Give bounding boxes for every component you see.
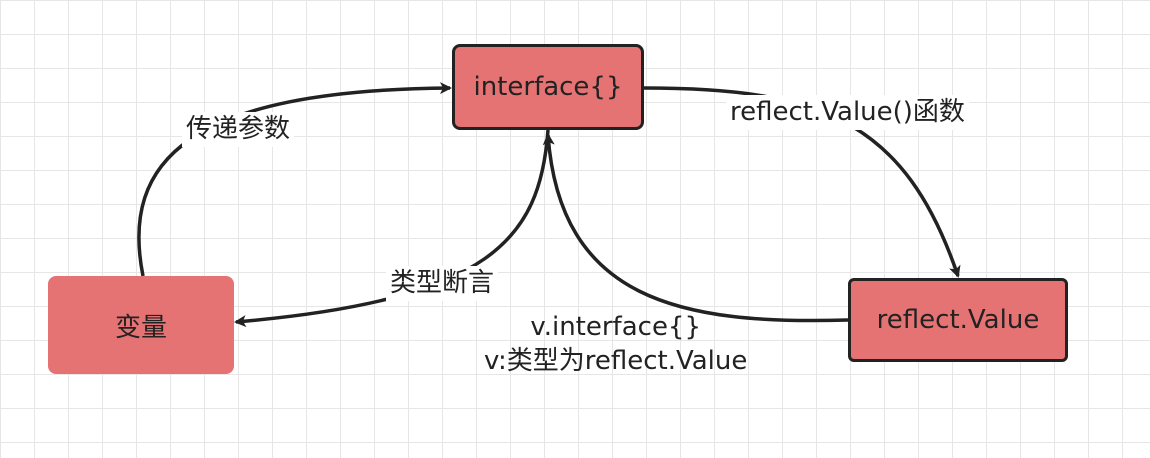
node-interface[interactable]: interface{}: [452, 44, 644, 130]
node-variable-label: 变量: [114, 312, 167, 343]
edge-type-assertion: [234, 129, 550, 328]
edge-label-note: v.interface{} v:类型为reflect.Value: [480, 310, 751, 380]
edge-label-pass-params: 传递参数: [182, 112, 295, 147]
node-reflect-value-label: reflect.Value: [876, 305, 1040, 335]
node-interface-label: interface{}: [473, 72, 623, 102]
edge-label-type-assertion: 类型断言: [386, 266, 499, 301]
edge-label-reflect-value-func: reflect.Value()函数: [726, 95, 969, 130]
edge-reflect-to-interface: [542, 133, 849, 323]
note-line-2: v:类型为reflect.Value: [484, 345, 748, 376]
note-line-1: v.interface{}: [530, 312, 702, 342]
node-reflect-value[interactable]: reflect.Value: [848, 278, 1068, 362]
node-variable[interactable]: 变量: [48, 276, 234, 374]
